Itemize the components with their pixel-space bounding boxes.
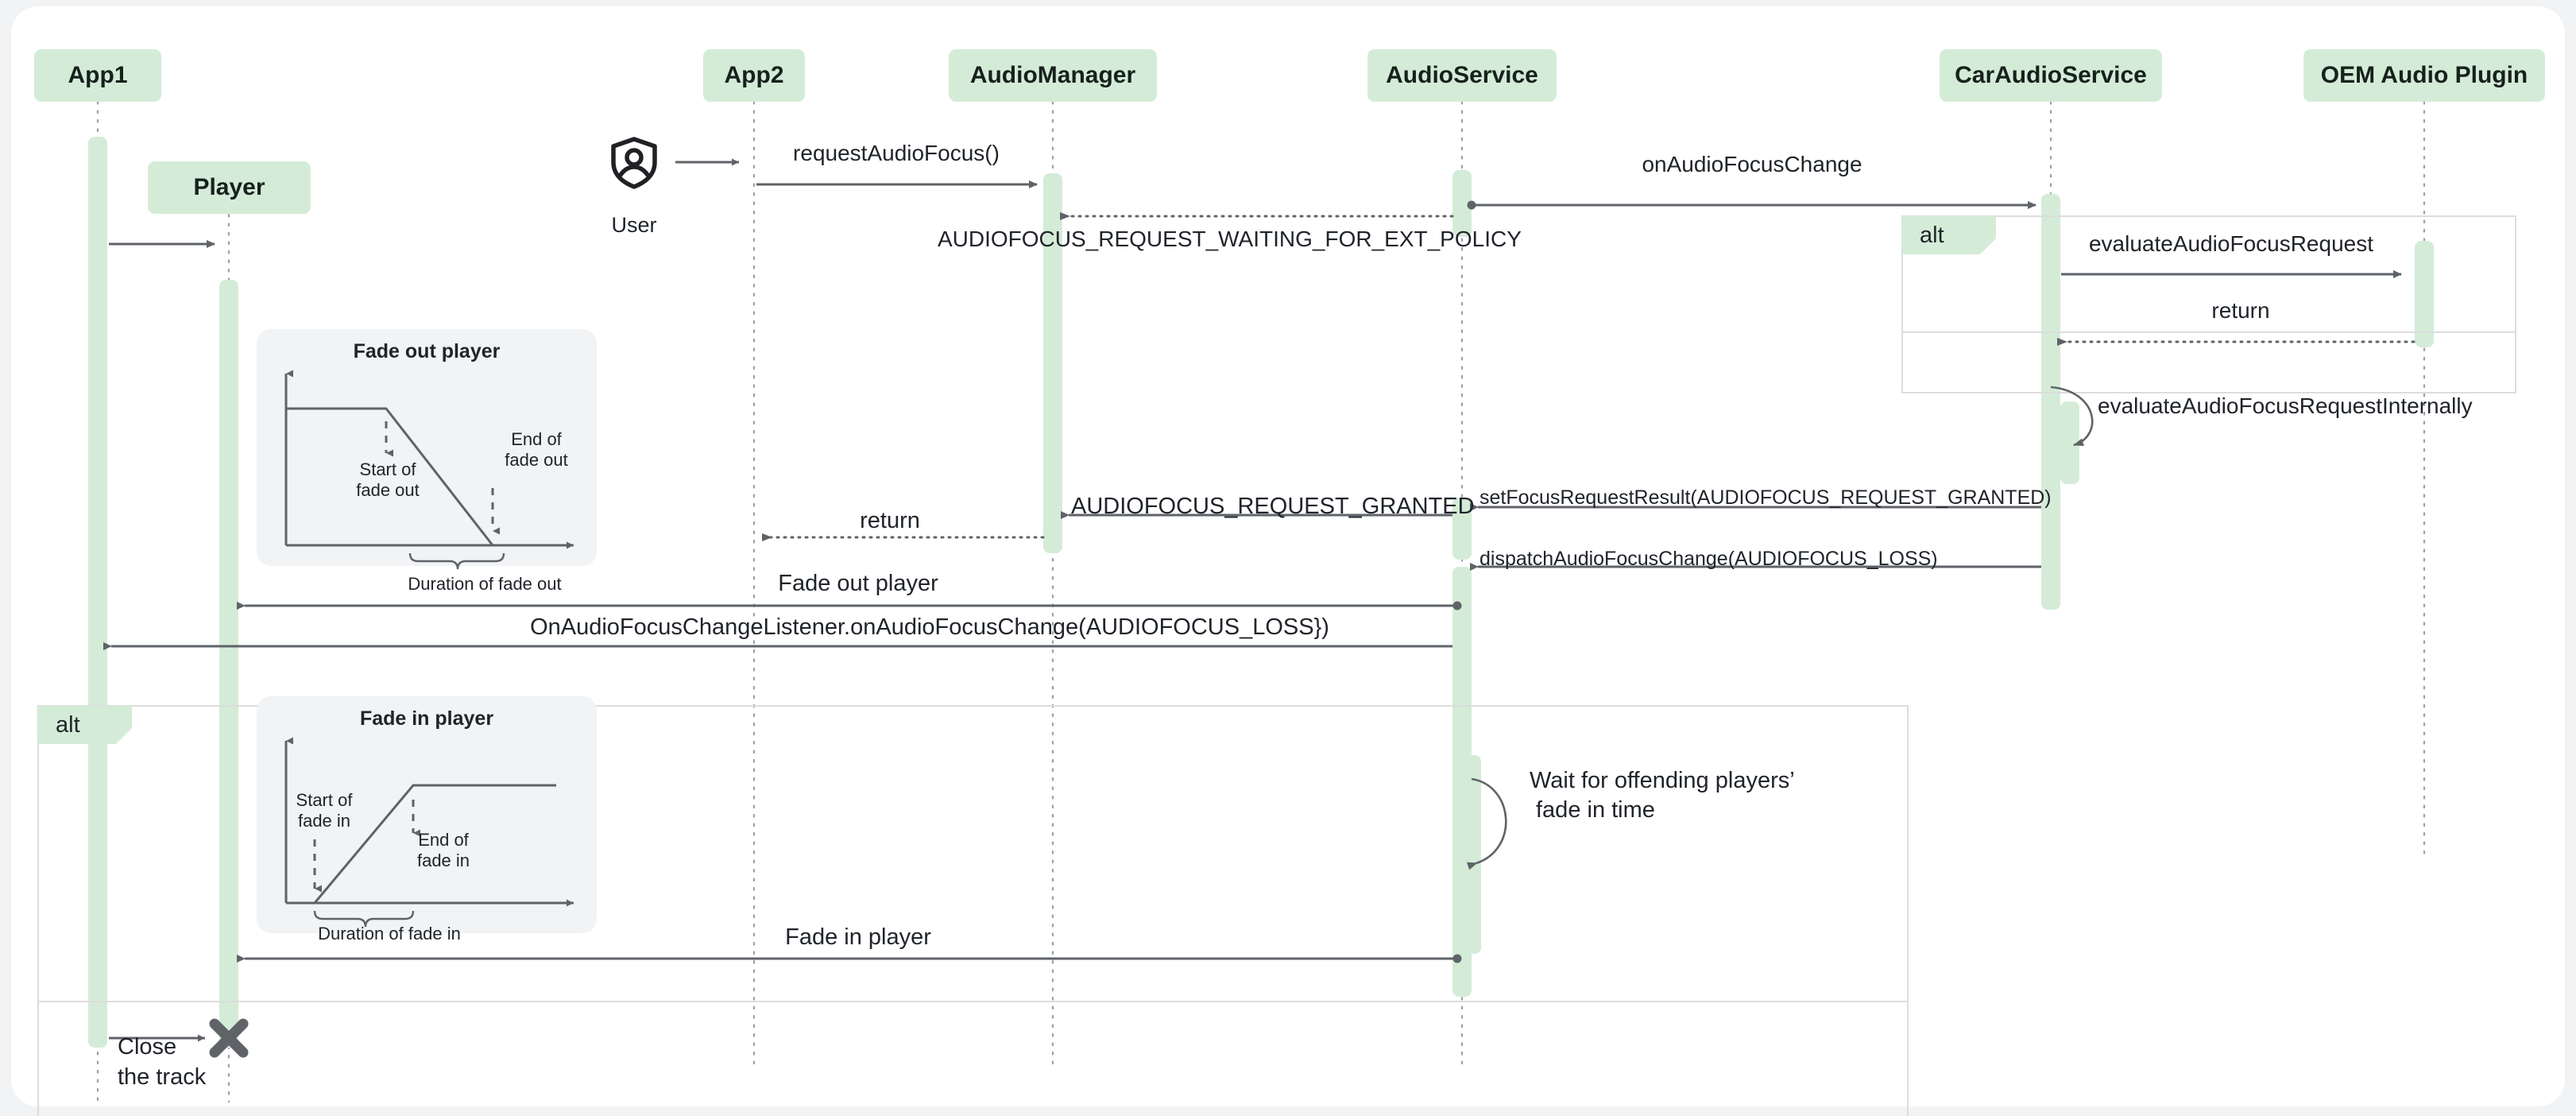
fade-out-chart — [257, 329, 597, 570]
fragment-alt-left-label: alt — [56, 711, 80, 738]
fade-out-chart-duration-label: Duration of fade out — [408, 574, 562, 594]
participant-player-label: Player — [193, 174, 265, 200]
fade-in-chart-duration-label: Duration of fade in — [318, 924, 461, 944]
arrow-evaluate-internally-self — [2050, 386, 2094, 447]
message-label-wait-fade-in-2: fade in time — [1536, 797, 1655, 823]
activation-audiomanager — [1043, 173, 1062, 553]
activation-audioservice-1 — [1452, 170, 1472, 237]
participant-app1-label: App1 — [68, 62, 128, 88]
participant-app2[interactable]: App2 — [703, 49, 805, 102]
message-label-granted: AUDIOFOCUS_REQUEST_GRANTED — [1071, 494, 1475, 519]
message-label-fade-in-player: Fade in player — [785, 924, 931, 950]
fragment-alt-left — [37, 705, 1909, 1116]
message-label-setFocusRequestResult: setFocusRequestResult(AUDIOFOCUS_REQUEST… — [1479, 486, 2052, 509]
message-label-fade-out-player: Fade out player — [778, 571, 938, 596]
participant-caraudioservice[interactable]: CarAudioService — [1940, 49, 2162, 102]
activation-app1 — [88, 137, 107, 1048]
fragment-frames — [37, 215, 2516, 1116]
activation-player — [219, 280, 238, 1048]
fragment-alt-right-label: alt — [1920, 222, 1944, 248]
activation-audioservice-2 — [1452, 498, 1472, 560]
message-label-requestAudioFocus: requestAudioFocus() — [793, 141, 1000, 165]
fade-out-chart-title: Fade out player — [353, 340, 501, 362]
activation-oemplugin — [2415, 241, 2434, 347]
message-label-close-2: the track — [118, 1064, 207, 1090]
fade-out-chart-end-label: End of fade out — [505, 429, 568, 471]
message-label-return-oem: return — [2211, 298, 2270, 323]
message-label-evaluateAudioFocusRequest: evaluateAudioFocusRequest — [2088, 231, 2373, 256]
message-label-dispatchAudioFocusChange: dispatchAudioFocusChange(AUDIOFOCUS_LOSS… — [1479, 548, 1938, 570]
actor-user-label: User — [611, 213, 657, 237]
fragment-alt-left-tab — [38, 706, 132, 744]
participant-oemplugin-label: OEM Audio Plugin — [2320, 62, 2528, 88]
activation-caraudioservice-self — [2060, 401, 2079, 484]
participant-caraudioservice-label: CarAudioService — [1955, 62, 2147, 88]
participant-audiomanager[interactable]: AudioManager — [949, 49, 1157, 102]
message-label-listener-loss: OnAudioFocusChangeListener.onAudioFocusC… — [530, 614, 1329, 640]
participant-app2-label: App2 — [724, 62, 784, 88]
message-label-waiting-for-ext-policy: AUDIOFOCUS_REQUEST_WAITING_FOR_EXT_POLIC… — [938, 227, 1522, 251]
fade-out-chart-start-label: Start of fade out — [356, 459, 420, 501]
message-label-wait-fade-in-1: Wait for offending players’ — [1530, 768, 1795, 793]
participant-oemplugin[interactable]: OEM Audio Plugin — [2303, 49, 2545, 102]
fade-in-chart — [257, 696, 597, 933]
message-label-return-audiomanager: return — [860, 508, 920, 533]
fade-in-chart-title: Fade in player — [359, 707, 494, 730]
activation-caraudioservice — [2041, 194, 2060, 610]
destroy-x-icon — [209, 1018, 249, 1058]
message-label-evaluateAudioFocusRequestInternally: evaluateAudioFocusRequestInternally — [2098, 393, 2473, 418]
participant-audioservice-label: AudioService — [1386, 62, 1538, 88]
arrow-wait-fade-in-self — [1466, 777, 1507, 870]
fragment-alt-right — [1901, 215, 2516, 393]
message-arrows — [103, 158, 2415, 1042]
fade-in-chart-start-label: Start of fade in — [296, 790, 353, 831]
message-label-onAudioFocusChange: onAudioFocusChange — [1642, 152, 1862, 176]
participant-audiomanager-label: AudioManager — [969, 62, 1136, 88]
fade-in-chart-end-label: End of fade in — [416, 830, 470, 871]
participant-app1[interactable]: App1 — [34, 49, 161, 102]
activation-bars — [88, 137, 2434, 1048]
participant-audioservice[interactable]: AudioService — [1367, 49, 1557, 102]
participant-player[interactable]: Player — [148, 161, 311, 214]
activation-audioservice-self — [1462, 755, 1481, 954]
fragment-alt-right-tab — [1902, 216, 1996, 254]
shield-person-icon — [611, 137, 657, 189]
message-label-close-1: Close — [118, 1034, 177, 1060]
